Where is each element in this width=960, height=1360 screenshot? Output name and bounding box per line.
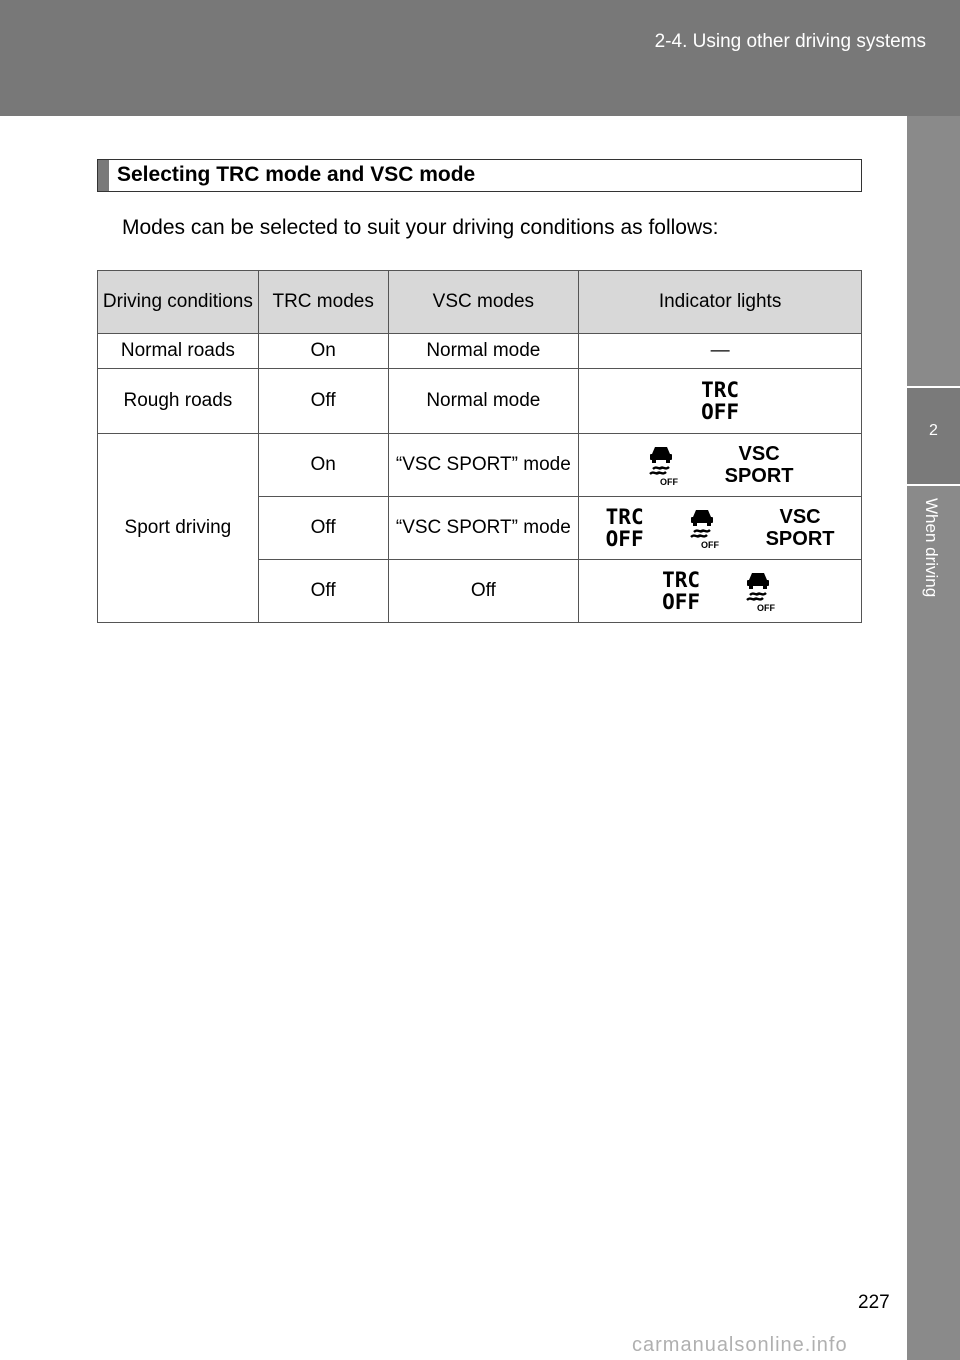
- cell-trc: Off: [257, 496, 389, 560]
- cell-condition: Sport driving: [97, 433, 259, 623]
- modes-table: Driving conditions TRC modes VSC modes I…: [97, 270, 862, 623]
- side-tab-top: [907, 116, 960, 386]
- slip-off-indicator-icon: OFF: [689, 510, 719, 550]
- slip-off-indicator-icon: OFF: [746, 573, 776, 613]
- chapter-label: When driving: [922, 498, 941, 598]
- header-driving-conditions: Driving conditions: [97, 270, 259, 334]
- cell-trc: On: [257, 433, 389, 497]
- cell-vsc: “VSC SPORT” mode: [387, 433, 580, 497]
- table-row: Normal roads On Normal mode —: [97, 333, 862, 369]
- chapter-number: 2: [929, 422, 938, 439]
- header-title: 2-4. Using other driving systems: [654, 31, 926, 52]
- section-heading-box: Selecting TRC mode and VSC mode: [97, 159, 862, 192]
- section-title: Selecting TRC mode and VSC mode: [117, 163, 476, 186]
- side-tab-label-area: When driving: [907, 486, 960, 1360]
- page-number: 227: [858, 1292, 890, 1313]
- page-header: 2-4. Using other driving systems: [0, 0, 960, 116]
- header-indicator-lights: Indicator lights: [578, 270, 862, 334]
- table-header-row: Driving conditions TRC modes VSC modes I…: [97, 270, 862, 334]
- side-tab-chapter: 2: [907, 388, 960, 484]
- svg-text:OFF: OFF: [701, 540, 719, 550]
- header-trc-modes: TRC modes: [257, 270, 389, 334]
- cell-condition: Normal roads: [97, 333, 259, 369]
- header-vsc-modes: VSC modes: [387, 270, 580, 334]
- table-row: Sport driving On “VSC SPORT” mode OFF VS…: [97, 433, 862, 623]
- cell-vsc: “VSC SPORT” mode: [387, 496, 580, 560]
- slip-off-indicator-icon: OFF: [648, 447, 678, 487]
- cell-trc: Off: [257, 559, 389, 623]
- intro-text: Modes can be selected to suit your drivi…: [122, 216, 719, 239]
- cell-vsc: Off: [387, 559, 580, 623]
- cell-vsc: Normal mode: [387, 333, 580, 369]
- svg-text:OFF: OFF: [660, 477, 678, 487]
- svg-text:OFF: OFF: [757, 603, 775, 613]
- section-heading-bar: [98, 160, 109, 191]
- cell-condition: Rough roads: [97, 368, 259, 434]
- cell-trc: Off: [257, 368, 389, 434]
- cell-trc: On: [257, 333, 389, 369]
- footer-watermark: carmanualsonline.info: [632, 1334, 848, 1356]
- cell-indicator: —: [578, 333, 862, 369]
- cell-vsc: Normal mode: [387, 368, 580, 434]
